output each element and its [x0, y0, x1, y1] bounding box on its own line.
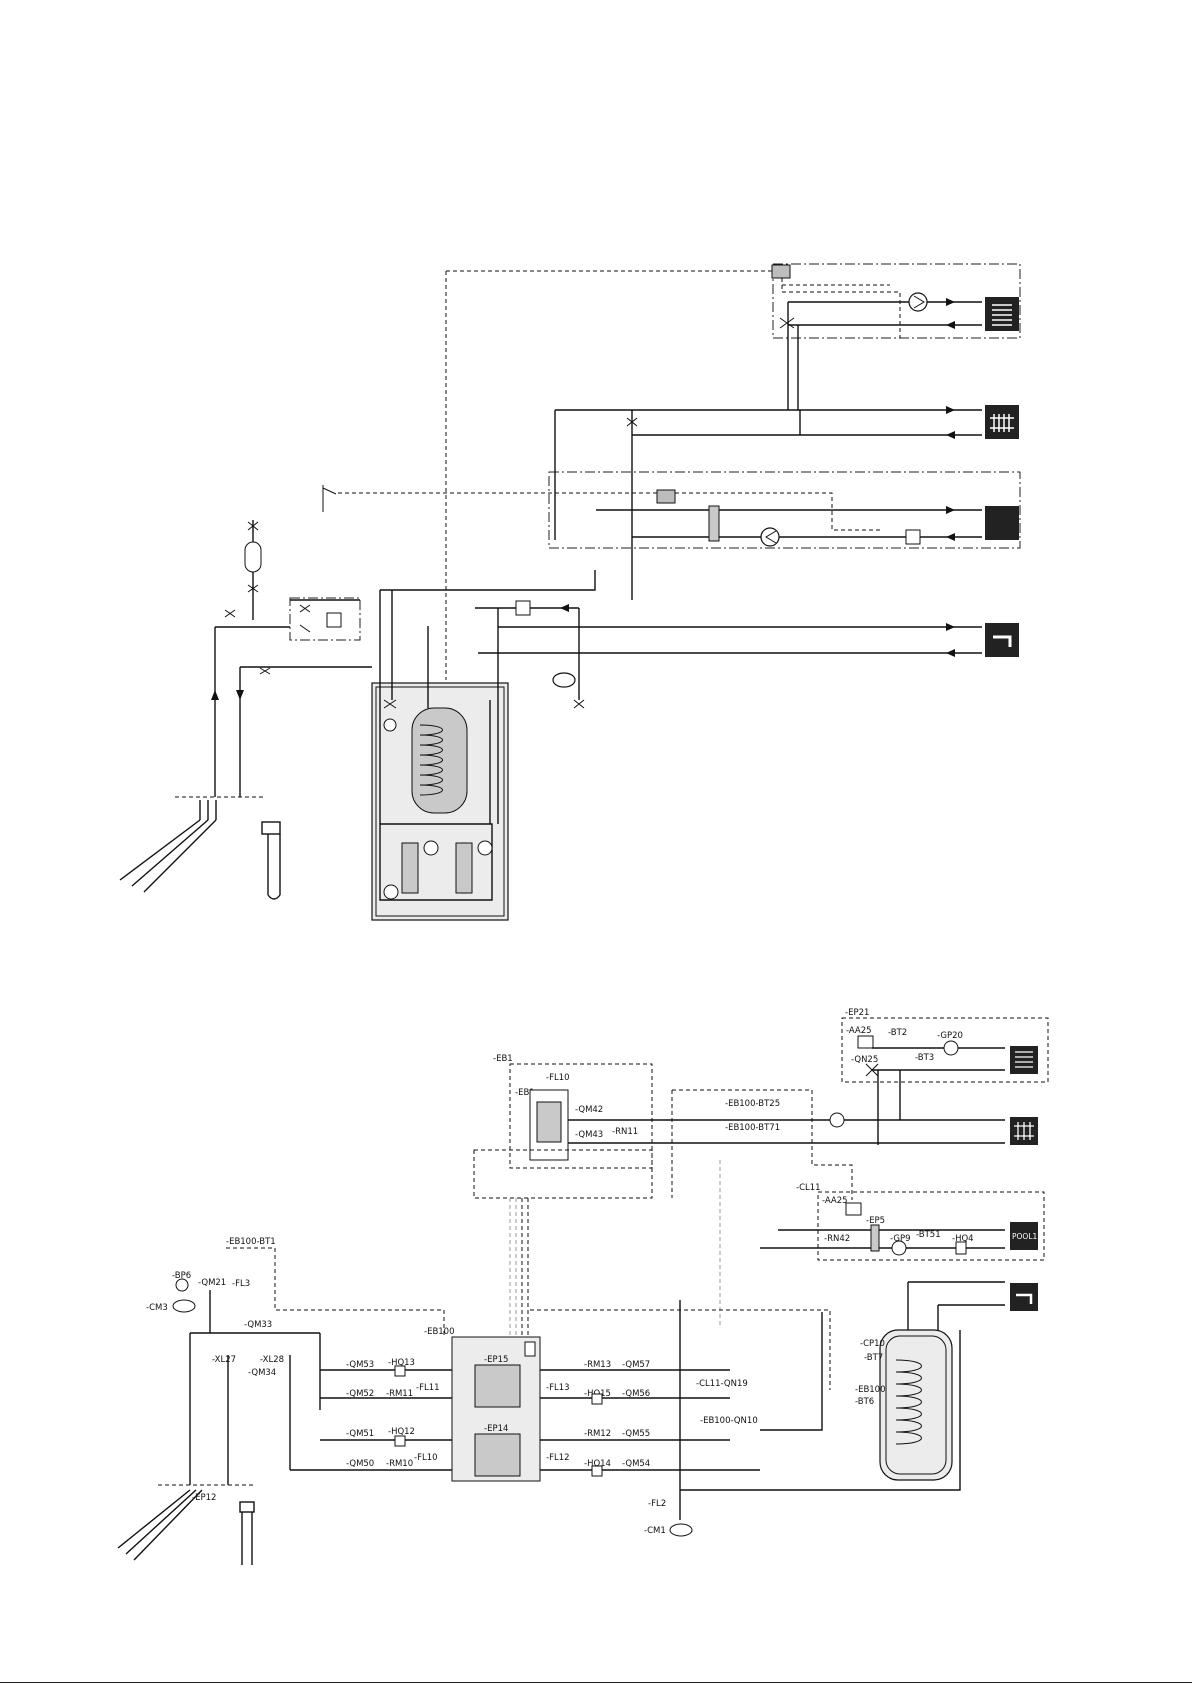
label-hq14: -HQ14: [584, 1459, 611, 1469]
label-ep15: -EP15: [484, 1355, 508, 1365]
label-qm54: -QM54: [622, 1459, 650, 1469]
label-rm13: -RM13: [584, 1360, 611, 1370]
label-fl10-b: -FL10: [414, 1453, 438, 1463]
label-cp10: -CP10: [860, 1339, 885, 1349]
label-bt2: -BT2: [888, 1028, 907, 1038]
label-aa25-a: -AA25: [846, 1026, 872, 1036]
label-qm43: -QM43: [575, 1130, 603, 1140]
label-qm53: -QM53: [346, 1360, 374, 1370]
label-qm42: -QM42: [575, 1105, 603, 1115]
label-bt7: -BT7: [864, 1353, 883, 1363]
label-cl11-qn19: -CL11-QN19: [696, 1379, 748, 1389]
label-bt51: -BT51: [916, 1230, 941, 1240]
label-qm51: -QM51: [346, 1429, 374, 1439]
label-qm57: -QM57: [622, 1360, 650, 1370]
ground-collector-icon-b: [117, 1489, 203, 1561]
label-hq4: -HQ4: [952, 1234, 974, 1244]
label-rm10: -RM10: [386, 1459, 413, 1469]
label-ep12: -EP12: [192, 1493, 216, 1503]
label-bp6: -BP6: [172, 1271, 191, 1281]
label-qm21: -QM21: [198, 1278, 226, 1288]
label-ep21: -EP21: [845, 1008, 869, 1018]
label-bt3: -BT3: [915, 1053, 934, 1063]
label-rm12: -RM12: [584, 1429, 611, 1439]
label-xl28: -XL28: [260, 1355, 284, 1365]
pool-label: POOL1: [1012, 1232, 1038, 1241]
pool-icon: [985, 506, 1019, 540]
top-diagram: [119, 263, 1021, 921]
label-bt6: -BT6: [855, 1397, 874, 1407]
label-qn25: -QN25: [851, 1055, 878, 1065]
label-qm33: -QM33: [244, 1320, 272, 1330]
label-fl10-top: -FL10: [546, 1073, 570, 1083]
expansion-vessel-icon: [552, 672, 576, 688]
label-fl12: -FL12: [546, 1453, 570, 1463]
label-fl11: -FL11: [416, 1383, 440, 1393]
label-rn42: -RN42: [824, 1234, 850, 1244]
label-eb100-b: -EB100: [855, 1385, 886, 1395]
label-fl3: -FL3: [232, 1279, 250, 1289]
label-qm50: -QM50: [346, 1459, 374, 1469]
label-rn11: -RN11: [612, 1127, 638, 1137]
water-tap-icon-b: [1010, 1283, 1038, 1311]
expansion-vessel-cm1: [669, 1523, 693, 1537]
label-qm52: -QM52: [346, 1389, 374, 1399]
label-eb100-bt1: -EB100-BT1: [226, 1237, 276, 1247]
floor-heating-icon: [985, 297, 1019, 331]
label-ep14: -EP14: [484, 1424, 508, 1434]
label-cm3: -CM3: [146, 1303, 168, 1313]
label-qm56: -QM56: [622, 1389, 650, 1399]
label-hq13: -HQ13: [388, 1358, 415, 1368]
label-eb100-bt25: -EB100-BT25: [725, 1099, 780, 1109]
label-aa25-b: -AA25: [822, 1196, 848, 1206]
label-eb1-inner: -EB1: [515, 1088, 535, 1098]
label-hq12: -HQ12: [388, 1427, 415, 1437]
label-fl2: -FL2: [648, 1499, 666, 1509]
label-cm1: -CM1: [644, 1526, 666, 1536]
label-xl27: -XL27: [212, 1355, 236, 1365]
page-bottom-rule: [0, 1682, 1192, 1683]
label-qm34: -QM34: [248, 1368, 276, 1378]
label-eb100-qn10: -EB100-QN10: [700, 1416, 758, 1426]
label-eb100: -EB100: [424, 1327, 455, 1337]
water-heater-tank: [879, 1329, 953, 1481]
water-tap-icon: [985, 623, 1019, 657]
bottom-diagram: -EP21 -AA25 -BT2 -GP20 -QN25 -BT3 -EB1 -…: [117, 1008, 1049, 1565]
radiator-icon: [985, 405, 1019, 439]
label-rm11: -RM11: [386, 1389, 413, 1399]
expansion-vessel-cm3: [172, 1299, 196, 1313]
borehole-icon-b: [239, 1501, 255, 1565]
label-qm55: -QM55: [622, 1429, 650, 1439]
label-eb1-outer: -EB1: [493, 1054, 513, 1064]
label-cl11: -CL11: [796, 1183, 821, 1193]
pool-icon-b: [1010, 1222, 1038, 1250]
label-gp9: -GP9: [890, 1234, 911, 1244]
label-gp20: -GP20: [937, 1031, 963, 1041]
label-ep5: -EP5: [866, 1216, 885, 1226]
ground-collector-icon: [119, 800, 217, 893]
borehole-icon: [261, 821, 281, 900]
label-eb100-bt71: -EB100-BT71: [725, 1123, 780, 1133]
floor-heating-icon-b: [1010, 1046, 1038, 1074]
label-fl13: -FL13: [546, 1383, 570, 1393]
